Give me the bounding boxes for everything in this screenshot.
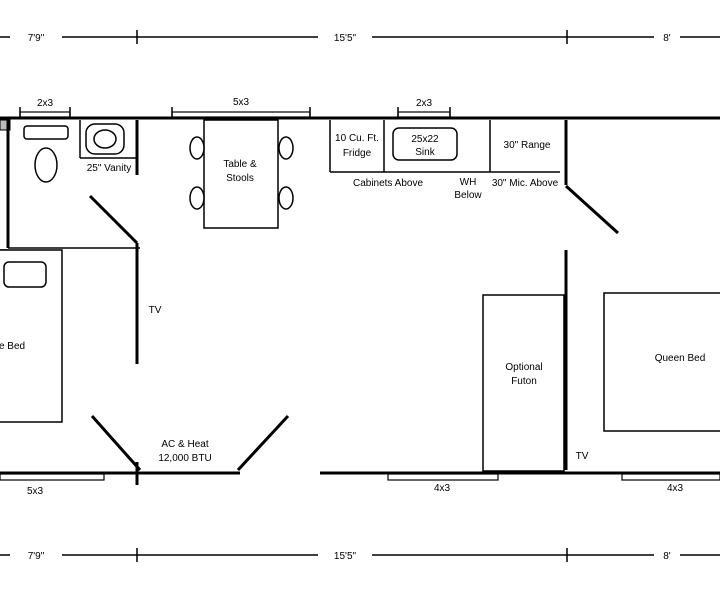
pillow-icon [3,261,47,288]
bath-door-swing [88,194,139,245]
tv-left-label: TV [149,305,162,316]
dim-top-left: 7'9" [28,33,45,44]
tv-right-label: TV [576,451,589,462]
window-bedroom-left-bottom: 5x3 [0,473,105,497]
futon-label-line1: Optional [505,362,542,373]
dining-table: Table & Stools [189,119,294,229]
dim-bottom-middle: 15'5" [334,551,357,562]
cabinets-label: Cabinets Above [353,178,423,189]
dim-top-middle: 15'5" [334,33,357,44]
ac-label-line1: AC & Heat [161,439,208,450]
wh-label-line1: WH [460,177,477,188]
stool-icon [189,136,205,160]
table-label-line1: Table & [223,159,257,170]
vanity-sink-icon [85,123,125,155]
sink-label-line1: 25x22 [411,134,439,145]
table-label-line2: Stools [226,173,254,184]
bedroom-door-swing [564,184,620,235]
ac-heat-unit: AC & Heat 12,000 BTU [90,414,290,472]
wh-label-line2: Below [454,190,482,201]
sink-label-line2: Sink [415,147,435,158]
futon-label-line2: Futon [511,376,537,387]
window-dining-label: 5x3 [233,97,250,108]
window-living-bottom: 4x3 [387,473,499,494]
vanity-label: 25" Vanity [87,163,132,174]
ac-label-line2: 12,000 BTU [158,453,211,464]
bottom-dimension-line: 7'9" 15'5" 8' [0,548,720,562]
top-dimension-line: 7'9" 15'5" 8' [0,30,720,44]
left-bedroom: e Bed [0,249,63,423]
window-kitchen-label: 2x3 [416,98,433,109]
sink-icon [392,127,458,161]
window-dining-top: 5x3 [171,97,311,118]
bathroom: 25" Vanity [0,119,140,249]
queen-bed: Queen Bed [603,292,720,432]
queen-bed-label: Queen Bed [655,353,706,364]
fridge-label-line2: Fridge [343,148,372,159]
mic-label: 30" Mic. Above [492,178,559,189]
dim-bottom-left: 7'9" [28,551,45,562]
left-bed-label: e Bed [0,341,25,352]
range-label: 30" Range [504,140,551,151]
window-bedroom-right-label: 4x3 [667,483,684,494]
window-bedroom-left-label: 5x3 [27,486,44,497]
toilet-icon [23,125,69,183]
futon: Optional Futon [482,294,565,472]
dim-top-right: 8' [663,33,671,44]
stool-icon [278,136,294,160]
kitchen-counter: 10 Cu. Ft. Fridge 25x22 Sink 30" Range C… [329,120,560,201]
stool-icon [189,186,205,210]
stool-icon [278,186,294,210]
window-kitchen-top: 2x3 [397,98,451,118]
window-bedroom-right-bottom: 4x3 [621,473,720,494]
window-living-label: 4x3 [434,483,451,494]
window-bath-top: 2x3 [19,98,71,118]
window-bath-label: 2x3 [37,98,54,109]
dim-bottom-right: 8' [663,551,671,562]
fridge-label-line1: 10 Cu. Ft. [335,133,379,144]
